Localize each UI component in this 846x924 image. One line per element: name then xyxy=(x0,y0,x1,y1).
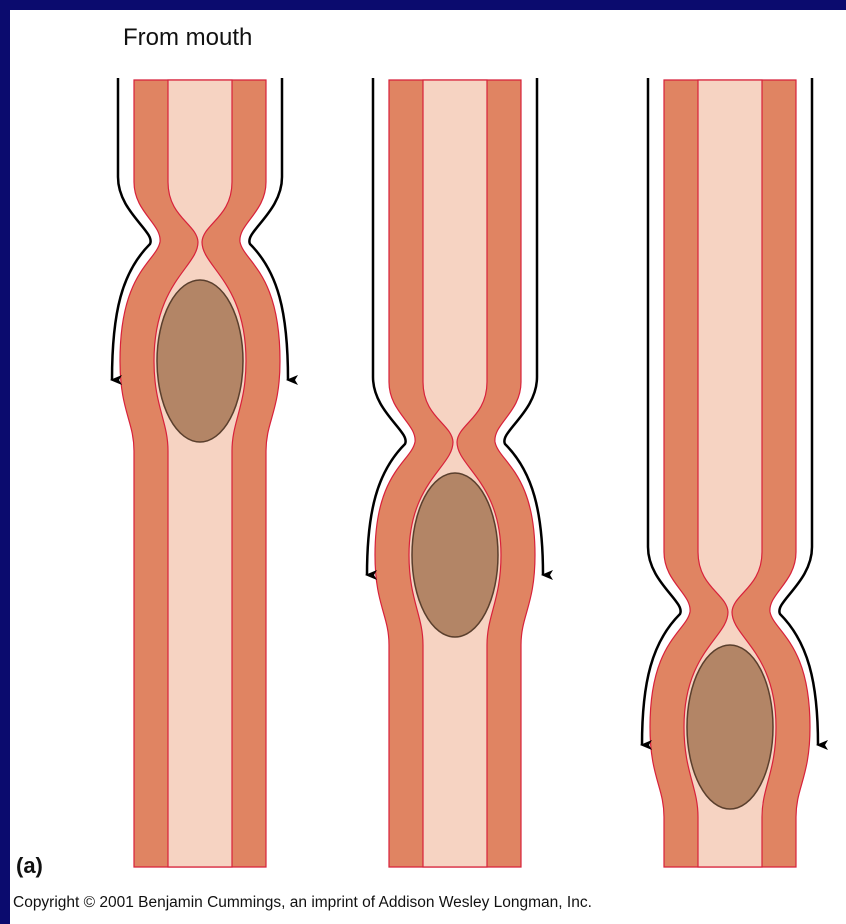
esophagus-segment-2 xyxy=(367,78,543,867)
peristalsis-diagram xyxy=(10,10,846,924)
esophagus-segment-1 xyxy=(112,78,288,867)
food-bolus xyxy=(157,280,243,442)
food-bolus xyxy=(412,473,498,637)
figure-panel: From mouth (a) Copyright © 2001 Benjamin… xyxy=(10,10,846,924)
food-bolus xyxy=(687,645,773,809)
from-mouth-label: From mouth xyxy=(123,24,252,52)
part-a-label: (a) xyxy=(16,853,43,879)
copyright-notice: Copyright © 2001 Benjamin Cummings, an i… xyxy=(13,894,592,912)
esophagus-segment-3 xyxy=(642,78,818,867)
